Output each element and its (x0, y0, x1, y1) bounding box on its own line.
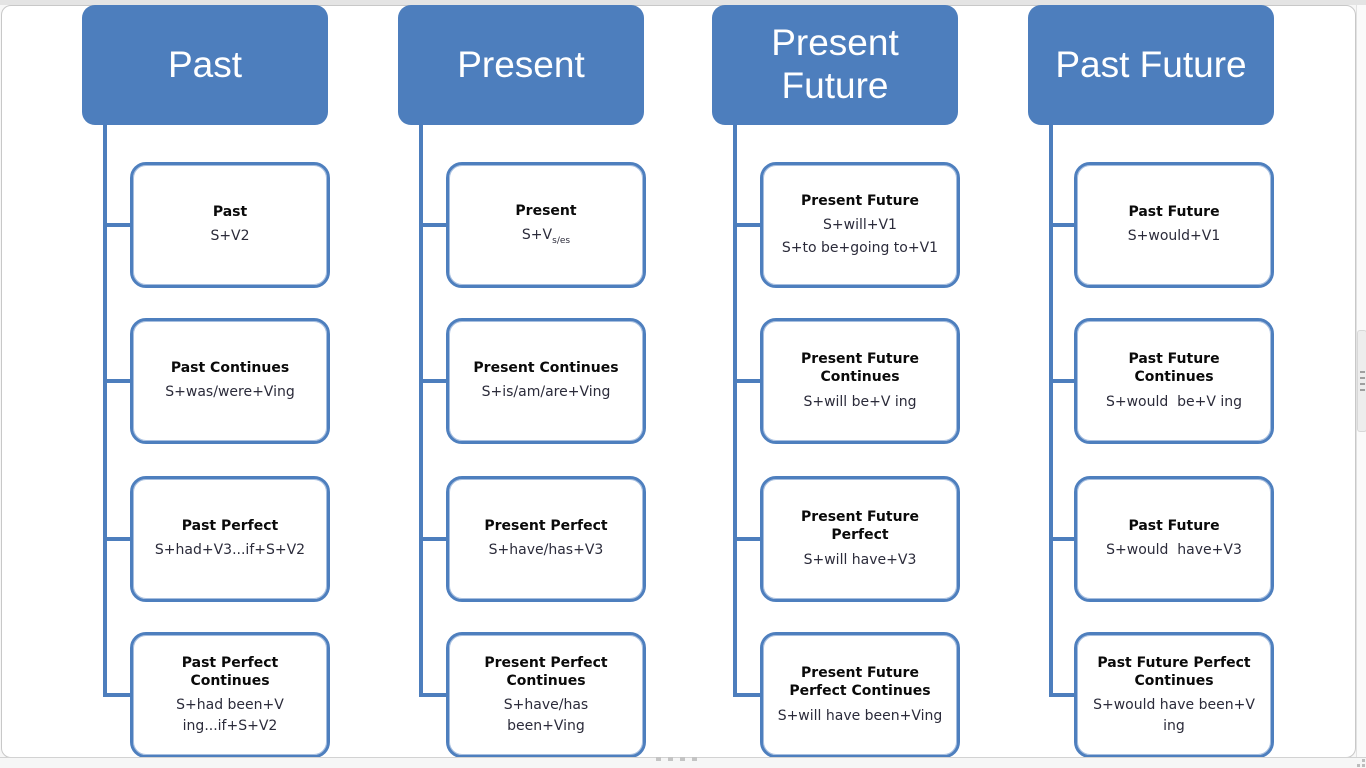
connector-stub (103, 693, 132, 697)
tense-box-present-future-perfect-continues: Present Future Perfect Continues S+will … (760, 632, 960, 758)
formula-line: S+would have+V3 (1106, 542, 1242, 559)
formula-line: ing (1163, 717, 1185, 734)
formula-line: S+had+V3...if+S+V2 (154, 542, 306, 559)
connector-stub (733, 223, 762, 227)
header-present-future: Present Future (712, 5, 958, 125)
header-present-future-label: Present Future (771, 22, 899, 106)
tense-box-title: Present Continues (473, 360, 619, 377)
formula-line: S+had been+V (176, 697, 284, 714)
tense-box-title: Present Perfect Continues (484, 655, 608, 690)
connector-line-past (103, 125, 107, 697)
header-past-future-label: Past Future (1055, 43, 1247, 85)
formula-main: S+V (521, 227, 553, 244)
tense-box-past-future-perfect: Past Future S+would have+V3 (1074, 476, 1274, 602)
header-present-label: Present (457, 43, 585, 85)
tense-box-title: Past Future Continues (1128, 351, 1220, 386)
tense-box-past-continues: Past Continues S+was/were+Ving (130, 318, 330, 444)
tense-box-title: Present (515, 202, 577, 219)
tense-box-title: Past Continues (170, 360, 290, 377)
connector-stub (419, 379, 448, 383)
tense-box-present-continues: Present Continues S+is/am/are+Ving (446, 318, 646, 444)
resize-grip-icon[interactable] (1354, 756, 1366, 768)
connector-stub (419, 223, 448, 227)
connector-line-present (419, 125, 423, 697)
footer-marks (656, 757, 697, 761)
vertical-scrollbar-thumb[interactable] (1357, 330, 1366, 432)
connector-stub (1049, 223, 1078, 227)
tense-box-present-simple: Present S+Vs/es (446, 162, 646, 288)
header-past: Past (82, 5, 328, 125)
formula-line: S+Vs/es (522, 225, 570, 248)
formula-line: S+is/am/are+Ving (481, 384, 611, 401)
connector-stub (103, 537, 132, 541)
formula-line: S+will+V1 (823, 216, 897, 233)
connector-stub (733, 693, 762, 697)
tense-box-past-perfect: Past Perfect S+had+V3...if+S+V2 (130, 476, 330, 602)
connector-stub (733, 379, 762, 383)
tense-box-past-perfect-continues: Past Perfect Continues S+had been+V ing.… (130, 632, 330, 758)
tense-box-title: Past Future (1128, 204, 1220, 221)
connector-stub (733, 537, 762, 541)
top-edge-strip (0, 0, 1366, 5)
connector-stub (419, 537, 448, 541)
connector-stub (1049, 693, 1078, 697)
connector-line-present-future (733, 125, 737, 697)
formula-line: S+have/has+V3 (488, 542, 604, 559)
tense-box-present-perfect-continues: Present Perfect Continues S+have/has bee… (446, 632, 646, 758)
header-past-future: Past Future (1028, 5, 1274, 125)
formula-line: S+to be+going to+V1 (781, 240, 939, 257)
tense-box-title: Past Perfect Continues (181, 655, 279, 690)
tense-box-past-future-continues: Past Future Continues S+would be+V ing (1074, 318, 1274, 444)
formula-line: S+will be+V ing (803, 393, 917, 410)
tense-box-title: Present Perfect (484, 518, 608, 535)
tense-box-title: Past Future Perfect Continues (1097, 655, 1251, 690)
tense-box-past-future-simple: Past Future S+would+V1 (1074, 162, 1274, 288)
connector-line-past-future (1049, 125, 1053, 697)
tense-box-past-future-perfect-continues: Past Future Perfect Continues S+would ha… (1074, 632, 1274, 758)
connector-stub (419, 693, 448, 697)
tense-box-title: Present Future Perfect Continues (789, 665, 931, 700)
formula-line: S+will have+V3 (803, 551, 917, 568)
tense-box-title: Present Future Continues (801, 351, 919, 386)
formula-line: S+will have been+Ving (777, 707, 943, 724)
formula-line: ing...if+S+V2 (182, 717, 278, 734)
tense-box-present-future-perfect: Present Future Perfect S+will have+V3 (760, 476, 960, 602)
tense-box-title: Present Future Perfect (801, 509, 919, 544)
connector-stub (103, 223, 132, 227)
tense-box-title: Past (212, 204, 248, 221)
tense-box-present-future-simple: Present Future S+will+V1 S+to be+going t… (760, 162, 960, 288)
connector-stub (1049, 537, 1078, 541)
formula-line: S+have/has (503, 697, 589, 714)
tense-box-title: Past Perfect (181, 518, 279, 535)
header-present: Present (398, 5, 644, 125)
formula-line: been+Ving (507, 717, 585, 734)
tense-box-present-perfect: Present Perfect S+have/has+V3 (446, 476, 646, 602)
formula-line: S+would be+V ing (1105, 393, 1243, 410)
header-past-label: Past (167, 43, 243, 85)
connector-stub (1049, 379, 1078, 383)
tense-box-past-simple: Past S+V2 (130, 162, 330, 288)
tense-box-title: Past Future (1128, 518, 1220, 535)
formula-line: S+would+V1 (1127, 228, 1221, 245)
tense-box-present-future-continues: Present Future Continues S+will be+V ing (760, 318, 960, 444)
connector-stub (103, 379, 132, 383)
formula-line: S+V2 (210, 228, 250, 245)
formula-subscript: s/es (552, 235, 571, 246)
formula-line: S+was/were+Ving (165, 384, 295, 401)
formula-line: S+would have been+V (1093, 697, 1255, 714)
tense-box-title: Present Future (801, 192, 919, 209)
